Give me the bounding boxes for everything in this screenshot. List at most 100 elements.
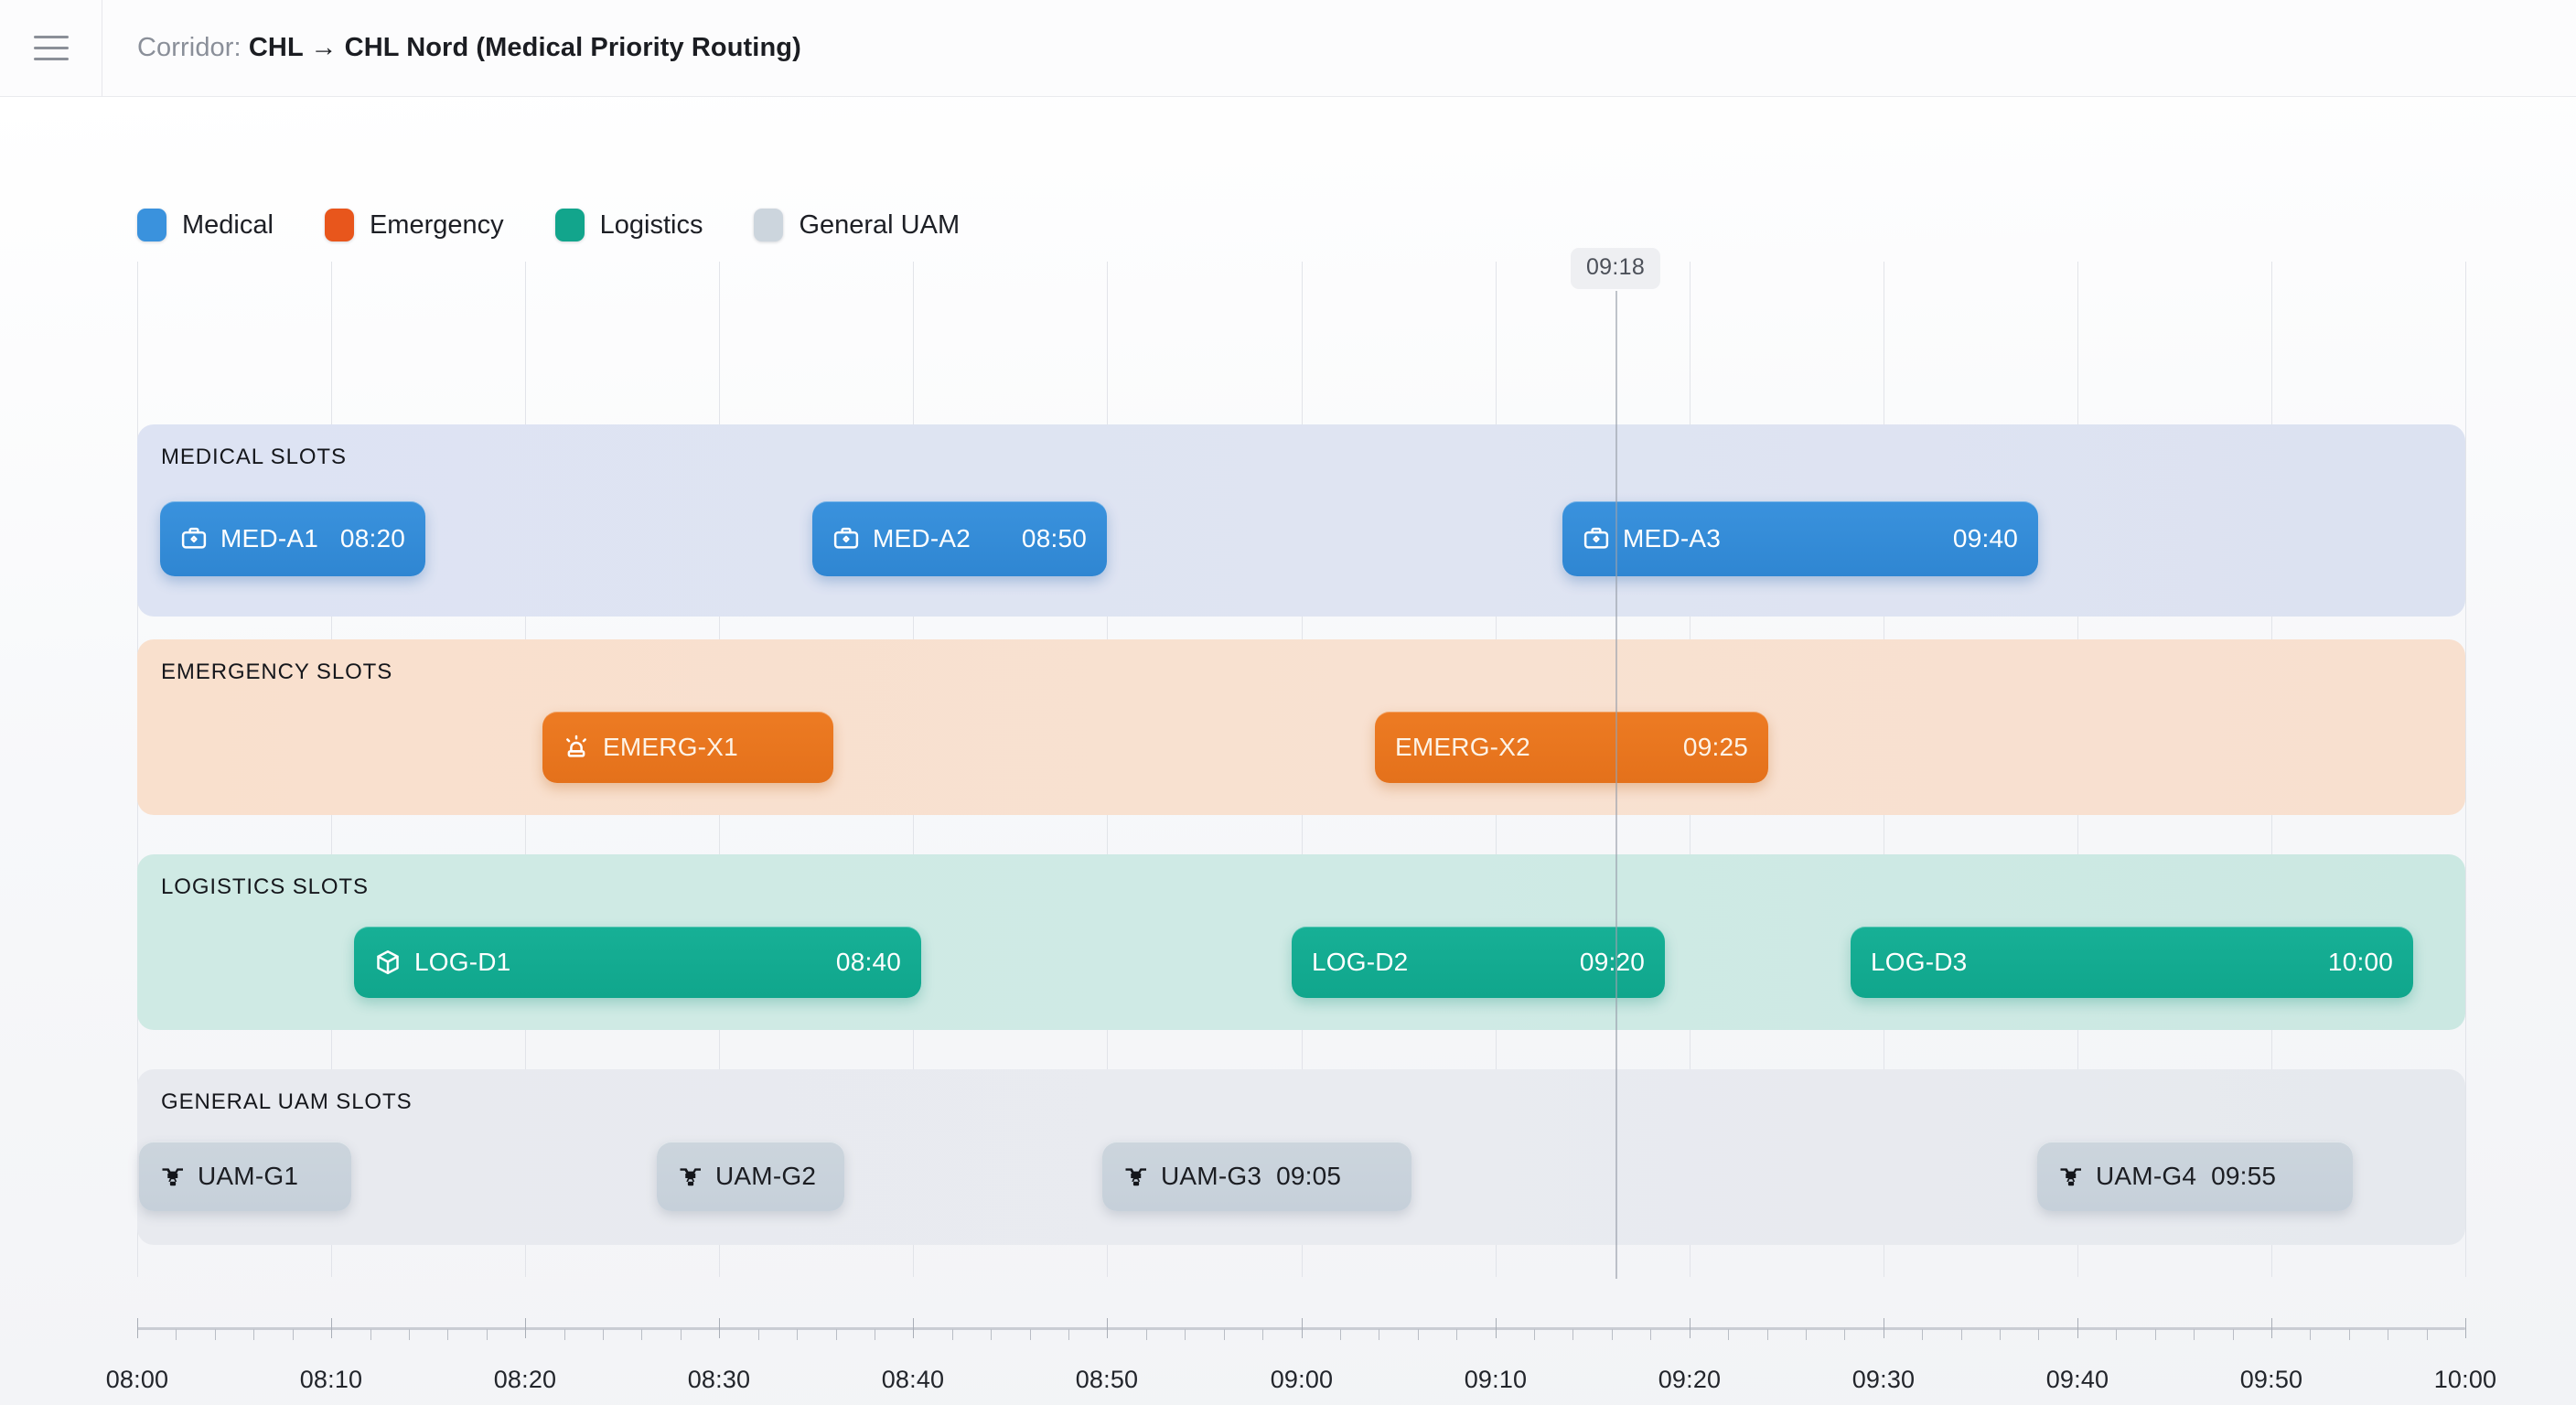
axis-tick-label: 08:30 bbox=[687, 1366, 751, 1393]
gridline bbox=[2465, 262, 2466, 1277]
corridor-prefix-label: Corridor: bbox=[137, 33, 242, 62]
axis-tick-minor bbox=[1961, 1329, 1962, 1340]
axis-tick-minor bbox=[370, 1329, 371, 1340]
slot-chip-emerg-x2[interactable]: EMERG-X2 09:25 bbox=[1375, 712, 1768, 783]
axis-tick-minor bbox=[2310, 1329, 2311, 1340]
slot-chip-emerg-x1[interactable]: EMERG-X1 bbox=[542, 712, 833, 783]
axis-tick-label: 08:40 bbox=[881, 1366, 945, 1393]
axis-tick-label: 09:40 bbox=[2045, 1366, 2109, 1393]
slot-time-label: 08:50 bbox=[1021, 524, 1087, 552]
legend-label: Medical bbox=[182, 209, 274, 240]
corridor-value-label: CHL → CHL Nord (Medical Priority Routing… bbox=[248, 33, 801, 62]
track-label-uam: GENERAL UAM SLOTS bbox=[161, 1089, 413, 1114]
axis-tick-minor bbox=[1767, 1329, 1768, 1340]
drone-icon bbox=[1122, 1163, 1150, 1190]
axis-tick-major bbox=[1107, 1318, 1108, 1338]
slot-chip-uam-g1[interactable]: UAM-G1 bbox=[139, 1142, 351, 1211]
legend-item-general-uam[interactable]: General UAM bbox=[754, 209, 960, 241]
drone-icon bbox=[2057, 1163, 2085, 1190]
axis-tick-minor bbox=[1534, 1329, 1535, 1340]
axis-tick-label: 10:00 bbox=[2433, 1366, 2497, 1393]
axis-tick-label: 09:30 bbox=[1852, 1366, 1916, 1393]
axis-tick-minor bbox=[176, 1329, 177, 1340]
axis-tick-minor bbox=[1806, 1329, 1807, 1340]
axis-tick-minor bbox=[1340, 1329, 1341, 1340]
legend-item-logistics[interactable]: Logistics bbox=[554, 209, 703, 241]
axis-tick-minor bbox=[215, 1329, 216, 1340]
axis-tick-minor bbox=[293, 1329, 294, 1340]
slot-chip-uam-g2[interactable]: UAM-G2 bbox=[657, 1142, 844, 1211]
axis-tick-major bbox=[525, 1318, 526, 1338]
slot-time-label: 08:40 bbox=[835, 948, 901, 976]
axis-tick-minor bbox=[2194, 1329, 2195, 1340]
axis-tick-minor bbox=[1185, 1329, 1186, 1340]
hamburger-bar-2 bbox=[33, 47, 69, 49]
slot-time-label: 09:40 bbox=[1952, 524, 2018, 552]
axis-tick-major bbox=[137, 1318, 138, 1338]
axis-tick-minor bbox=[1456, 1329, 1457, 1340]
axis-tick-minor bbox=[2116, 1329, 2117, 1340]
axis-tick-minor bbox=[253, 1329, 254, 1340]
legend-item-medical[interactable]: Medical bbox=[137, 209, 274, 241]
axis-tick-minor bbox=[952, 1329, 953, 1340]
axis-tick-major bbox=[2077, 1318, 2078, 1338]
axis-tick-major bbox=[331, 1318, 332, 1338]
axis-tick-minor bbox=[836, 1329, 837, 1340]
axis-tick-minor bbox=[1650, 1329, 1651, 1340]
track-label-medical: MEDICAL SLOTS bbox=[161, 445, 347, 469]
axis-tick-label: 08:20 bbox=[493, 1366, 557, 1393]
axis-tick-major bbox=[913, 1318, 914, 1338]
axis-tick-minor bbox=[797, 1329, 798, 1340]
drone-icon bbox=[159, 1163, 187, 1190]
legend-item-emergency[interactable]: Emergency bbox=[324, 209, 504, 241]
slot-time-label: 09:05 bbox=[1276, 1162, 1342, 1190]
axis-tick-minor bbox=[1030, 1329, 1031, 1340]
axis-tick-minor bbox=[1572, 1329, 1573, 1340]
axis-tick-major bbox=[719, 1318, 720, 1338]
axis-tick-minor bbox=[1146, 1329, 1147, 1340]
track-medical: MEDICAL SLOTS bbox=[137, 424, 2465, 617]
axis-tick-label: 08:10 bbox=[299, 1366, 363, 1393]
axis-tick-minor bbox=[1224, 1329, 1225, 1340]
axis-tick-label: 09:20 bbox=[1658, 1366, 1722, 1393]
legend-swatch-medical bbox=[137, 209, 166, 241]
axis-tick-minor bbox=[603, 1329, 604, 1340]
axis-tick-major bbox=[1496, 1318, 1497, 1338]
slot-id-label: EMERG-X2 bbox=[1395, 733, 1530, 761]
axis-tick-label: 09:50 bbox=[2239, 1366, 2303, 1393]
legend-swatch-emergency bbox=[324, 209, 354, 241]
axis-tick-minor bbox=[641, 1329, 642, 1340]
axis-tick-minor bbox=[758, 1329, 759, 1340]
axis-tick-minor bbox=[1844, 1329, 1845, 1340]
top-bar: Corridor: CHL → CHL Nord (Medical Priori… bbox=[0, 0, 2576, 97]
axis-tick-minor bbox=[564, 1329, 565, 1340]
axis-tick-minor bbox=[1262, 1329, 1263, 1340]
slot-id-label: MED-A1 bbox=[220, 524, 318, 552]
legend-label: General UAM bbox=[799, 209, 961, 240]
axis-tick-minor bbox=[447, 1329, 448, 1340]
medical-kit-icon bbox=[1583, 525, 1610, 552]
axis-tick-minor bbox=[2038, 1329, 2039, 1340]
legend-label: Logistics bbox=[599, 209, 703, 240]
now-marker-line bbox=[1615, 291, 1617, 1279]
axis-tick-minor bbox=[2000, 1329, 2001, 1340]
axis-tick-minor bbox=[2233, 1329, 2234, 1340]
axis-tick-minor bbox=[1922, 1329, 1923, 1340]
medical-kit-icon bbox=[832, 525, 860, 552]
slot-id-label: EMERG-X1 bbox=[603, 733, 738, 761]
now-marker-label: 09:18 bbox=[1570, 248, 1661, 289]
slot-time-label: 09:25 bbox=[1682, 733, 1748, 761]
slot-id-label: UAM-G4 bbox=[2096, 1162, 2197, 1190]
hamburger-menu-icon[interactable] bbox=[0, 0, 102, 96]
axis-tick-minor bbox=[409, 1329, 410, 1340]
slot-time-label: 10:00 bbox=[2327, 948, 2393, 976]
axis-tick-minor bbox=[2427, 1329, 2428, 1340]
